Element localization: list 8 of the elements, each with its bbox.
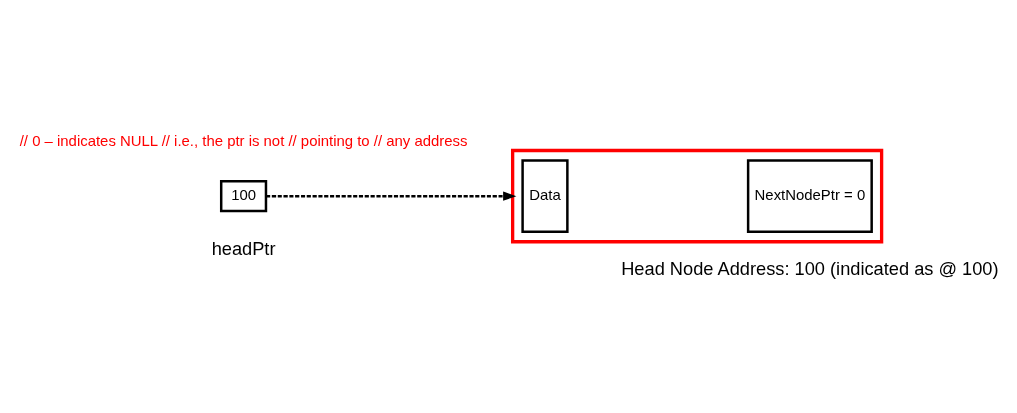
node-box: NextNodePtr = 0	[746, 159, 873, 234]
arrow	[266, 191, 517, 201]
node-label: headPtr	[211, 237, 276, 259]
node-box: 100	[219, 179, 268, 213]
node-box: Data	[521, 159, 569, 234]
label: // 0 – indicates NULL // i.e., the ptr is not // pointing to // any address	[19, 131, 468, 149]
node-label: Head Node Address: 100 (indicated as @ 100)	[621, 258, 999, 280]
cluster	[511, 148, 884, 244]
